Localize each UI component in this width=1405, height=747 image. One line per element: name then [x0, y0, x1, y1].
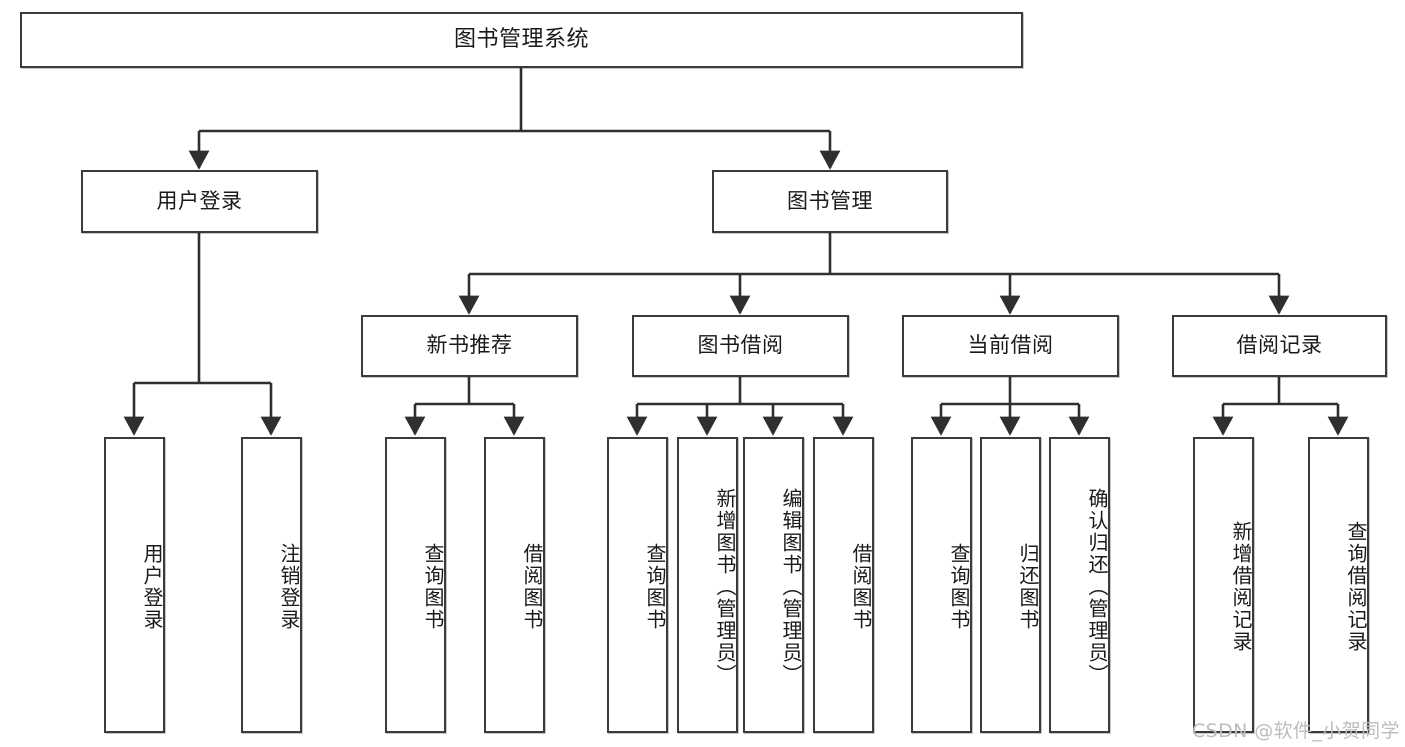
node-label: 编辑图书（管理员）: [779, 488, 803, 686]
node-leaf-borrow-record-add[interactable]: 新增借阅记录: [1193, 437, 1254, 733]
node-label: 图书借阅: [697, 333, 784, 358]
node-label: 新增借阅记录: [1229, 521, 1253, 653]
node-book-management[interactable]: 图书管理: [712, 170, 948, 233]
node-leaf-user-login-logout[interactable]: 注销登录: [241, 437, 302, 733]
node-book-borrow[interactable]: 图书借阅: [632, 315, 849, 377]
node-leaf-current-borrow-return[interactable]: 归还图书: [980, 437, 1041, 733]
node-label: 确认归还（管理员）: [1085, 488, 1109, 686]
node-label: 查询图书: [421, 543, 445, 631]
node-leaf-current-borrow-query[interactable]: 查询图书: [911, 437, 972, 733]
node-label: 图书管理: [787, 188, 873, 213]
node-label: 注销登录: [277, 543, 301, 631]
node-label: 用户登录: [156, 188, 243, 213]
node-label: 图书管理系统: [453, 26, 589, 52]
node-root-book-management-system[interactable]: 图书管理系统: [20, 12, 1023, 68]
node-leaf-borrow-record-query[interactable]: 查询借阅记录: [1308, 437, 1369, 733]
node-current-borrow[interactable]: 当前借阅: [902, 315, 1119, 377]
node-leaf-current-borrow-confirm-return[interactable]: 确认归还（管理员）: [1049, 437, 1110, 733]
node-leaf-book-borrow-query[interactable]: 查询图书: [607, 437, 668, 733]
node-label: 查询借阅记录: [1344, 521, 1368, 653]
node-user-login[interactable]: 用户登录: [81, 170, 318, 233]
node-label: 当前借阅: [967, 333, 1054, 358]
node-leaf-new-book-borrow[interactable]: 借阅图书: [484, 437, 545, 733]
node-label: 归还图书: [1016, 543, 1040, 631]
node-label: 查询图书: [947, 543, 971, 631]
node-label: 新书推荐: [426, 333, 513, 358]
node-leaf-user-login-login[interactable]: 用户登录: [104, 437, 165, 733]
node-new-book-recommend[interactable]: 新书推荐: [361, 315, 578, 377]
node-label: 新增图书（管理员）: [713, 488, 737, 686]
node-leaf-book-borrow-borrow[interactable]: 借阅图书: [813, 437, 874, 733]
node-label: 借阅图书: [520, 543, 544, 631]
node-leaf-book-borrow-add[interactable]: 新增图书（管理员）: [677, 437, 738, 733]
node-label: 借阅记录: [1236, 333, 1323, 358]
csdn-watermark: CSDN @软件_小贺同学: [1192, 720, 1400, 742]
node-borrow-record[interactable]: 借阅记录: [1172, 315, 1387, 377]
node-label: 用户登录: [140, 543, 164, 631]
node-label: 借阅图书: [849, 543, 873, 631]
node-label: 查询图书: [643, 543, 667, 631]
node-leaf-book-borrow-edit[interactable]: 编辑图书（管理员）: [743, 437, 804, 733]
node-leaf-new-book-query[interactable]: 查询图书: [385, 437, 446, 733]
